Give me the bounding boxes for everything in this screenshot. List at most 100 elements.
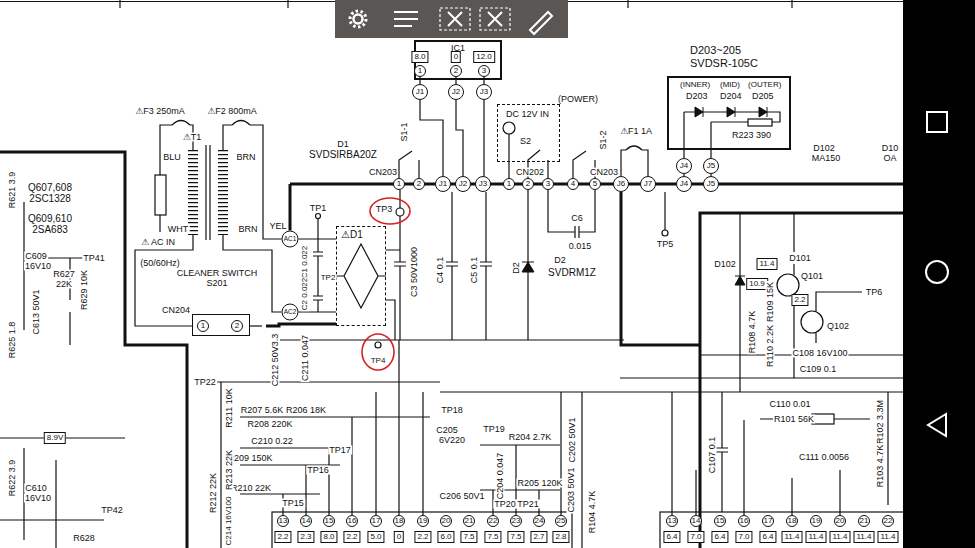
voltage-value: 8.0 — [320, 531, 337, 543]
pin-number: 13 — [666, 515, 678, 527]
part-label: TP3 — [375, 205, 394, 214]
pin-number: 2 — [522, 178, 534, 190]
android-nav-bar — [903, 0, 975, 548]
pin-number: 19 — [417, 515, 429, 527]
part-label: 2SC1328 — [28, 194, 72, 204]
pin-number: 16 — [346, 515, 358, 527]
part-label: S1-2 — [599, 129, 608, 150]
pin-number: 4 — [567, 178, 579, 190]
part-label: R629 10K — [80, 269, 89, 311]
part-label: D2 — [553, 256, 567, 265]
cleaner-switch: CLEANER SWITCH S201 — [170, 268, 266, 338]
wire — [660, 512, 910, 548]
pin-number: 22 — [882, 515, 894, 527]
part-label: TP41 — [82, 254, 106, 263]
node-text: R223 390 — [731, 130, 772, 140]
wire — [250, 325, 262, 326]
wire — [480, 392, 582, 548]
voltage-value: 7.5 — [507, 531, 524, 543]
wire — [440, 355, 903, 392]
wire — [155, 175, 166, 215]
part-label: TP22 — [193, 378, 217, 387]
part-label: C613 50V1 — [32, 288, 41, 335]
part-label: C609 — [24, 252, 48, 261]
bridge-rectifier: ⚠D1 — [336, 226, 386, 326]
part-label: CN203 — [368, 168, 398, 177]
pin-number: 3 — [478, 65, 490, 77]
part-label: ⚠ AC IN — [140, 238, 176, 247]
part-label: TP15 — [281, 499, 305, 508]
thick-wire — [290, 184, 903, 231]
voltage-value: 0 — [451, 51, 461, 63]
part-label: OA — [882, 154, 897, 163]
part-label: TP16 — [306, 466, 330, 475]
part-label: D10 — [881, 144, 900, 153]
wire — [313, 219, 323, 313]
part-label: C214 16V100 — [225, 496, 233, 547]
part-label: ⚠F3 250mA — [134, 107, 186, 116]
app-toolbar — [335, 0, 568, 38]
wire — [548, 190, 595, 238]
node-text: (MID) — [719, 80, 741, 89]
part-label: R622 3.9 — [8, 459, 17, 498]
wire — [272, 512, 572, 548]
part-label: Q102 — [826, 322, 850, 331]
node-text: D203 — [685, 91, 709, 101]
thick-wire — [0, 152, 903, 548]
led-block: D203~205 SVDSR-105C(INNER)(MID)(OUTER)D2… — [667, 44, 791, 150]
part-label: CN202 — [515, 168, 545, 177]
part-label: ⚠T1 — [182, 133, 203, 142]
wire — [662, 230, 668, 236]
voltage-value: 8.0 — [411, 51, 428, 63]
part-label: TP1 — [309, 204, 328, 213]
wire — [816, 292, 862, 343]
part-label: 22K — [55, 280, 73, 289]
voltage-value: 2.7 — [530, 531, 547, 543]
part-label: C6 — [570, 214, 584, 223]
pin-number: 16 — [738, 515, 750, 527]
pin-number: 23 — [510, 515, 522, 527]
transformer-coil — [193, 150, 223, 235]
wire — [0, 438, 125, 548]
part-label: BRN — [235, 153, 256, 162]
part-label: C4 0.1 — [436, 256, 445, 285]
pin-number: 1 — [414, 65, 426, 77]
part-label: CN203 — [589, 168, 619, 177]
voltage-value: 6.4 — [663, 531, 680, 543]
part-label: R110 2.2K — [766, 324, 775, 368]
pin-number: J4 — [676, 176, 692, 192]
pin-number: 5 — [589, 178, 601, 190]
part-label: C210 0.22 — [250, 437, 294, 446]
node-text: D205 — [751, 91, 775, 101]
part-label: D101 — [788, 254, 812, 263]
thick-wire — [621, 192, 700, 345]
pin-number: 2 — [413, 178, 425, 190]
voltage-value: 7.5 — [460, 531, 477, 543]
voltage-value: 7.5 — [484, 531, 501, 543]
part-label: D102 — [812, 144, 836, 153]
part-label: R210 22K — [230, 484, 272, 493]
pin-number: 3 — [542, 178, 554, 190]
part-label: TP42 — [100, 506, 124, 515]
diode-symbol — [695, 107, 703, 117]
part-label: R621 3.9 — [8, 171, 17, 210]
app-toolbar — [354, 15, 363, 24]
node-text: (INNER) — [679, 80, 711, 89]
pin-number: 21 — [463, 515, 475, 527]
voltage-value: 6.4 — [711, 531, 728, 543]
wire — [283, 340, 561, 515]
wire — [801, 311, 823, 333]
voltage-value: 8.9V — [44, 432, 66, 444]
wire — [480, 192, 492, 340]
wire — [522, 190, 534, 340]
pin-number: J5 — [703, 158, 719, 174]
part-label: 6V220 — [438, 436, 466, 445]
part-label: R109 15K — [766, 281, 775, 323]
wire — [760, 392, 888, 505]
part-label: WHT — [167, 225, 190, 234]
pin-number: 15 — [714, 515, 726, 527]
part-label: Q101 — [800, 272, 824, 281]
diode-symbol — [522, 262, 534, 272]
part-label: SVDRM1Z — [547, 268, 597, 278]
diode-symbol — [735, 276, 745, 285]
